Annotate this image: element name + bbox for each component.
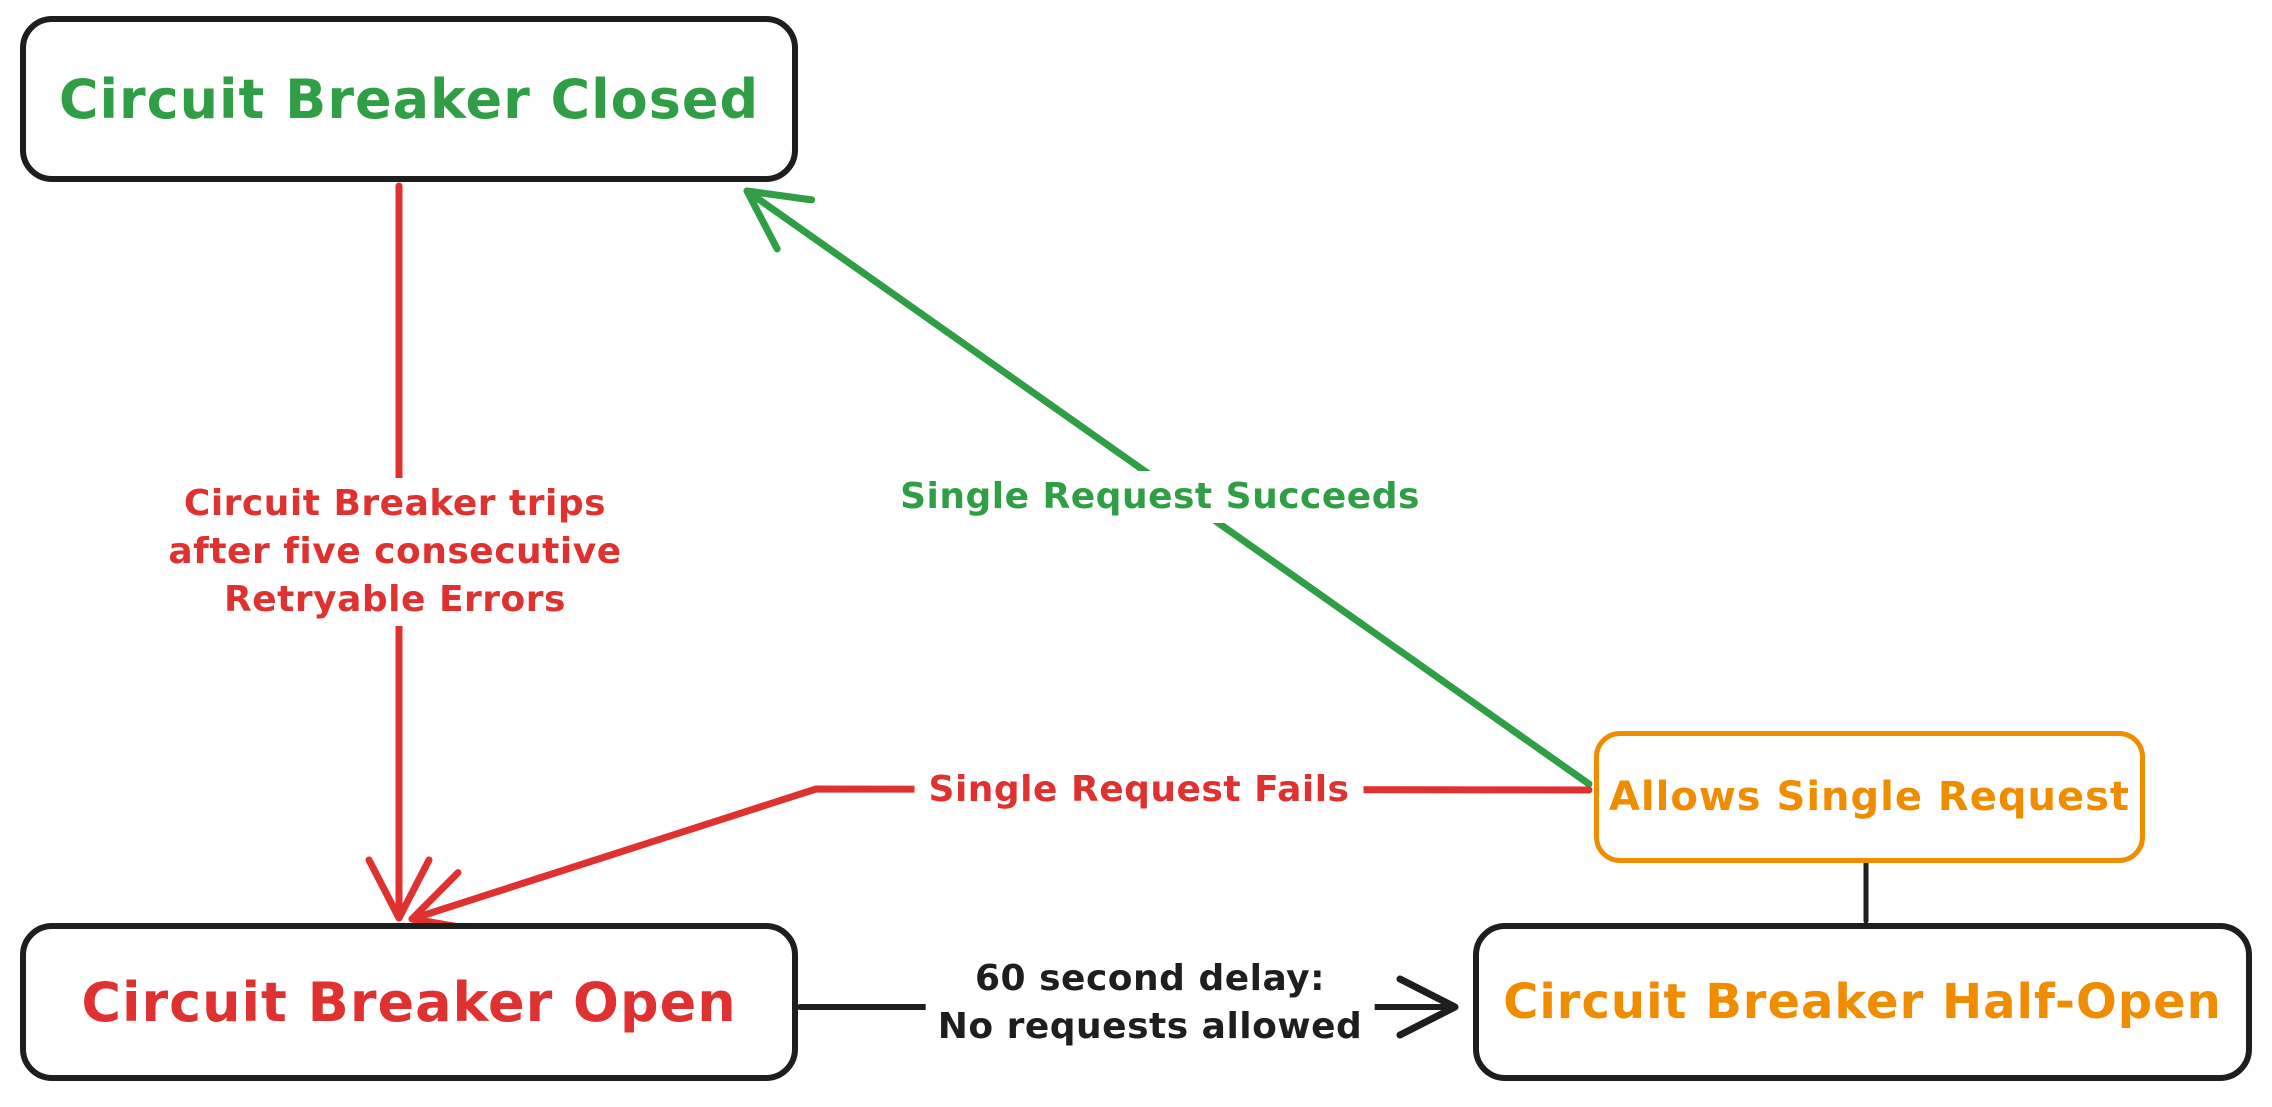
edge-label-succeed: Single Request Succeeds — [888, 471, 1432, 523]
edge-label-delay-line2: No requests allowed — [937, 1006, 1363, 1047]
edge-label-trip: Circuit Breaker trips after five consecu… — [156, 478, 634, 626]
edge-label-fail: Single Request Fails — [914, 766, 1364, 814]
node-circuit-breaker-closed: Circuit Breaker Closed — [20, 16, 798, 182]
node-allows-single-request: Allows Single Request — [1594, 731, 2145, 863]
node-label-open: Circuit Breaker Open — [81, 970, 737, 1034]
edge-label-trip-line1: Circuit Breaker trips — [183, 483, 607, 524]
node-label-half-open: Circuit Breaker Half-Open — [1503, 974, 2222, 1030]
node-label-closed: Circuit Breaker Closed — [58, 67, 760, 131]
edge-label-delay-line1: 60 second delay: — [974, 958, 1326, 999]
node-label-allows-single-request: Allows Single Request — [1608, 774, 2131, 820]
edge-label-delay: 60 second delay: No requests allowed — [925, 953, 1375, 1053]
edge-label-trip-line2: after five consecutive — [168, 531, 622, 572]
node-circuit-breaker-open: Circuit Breaker Open — [20, 923, 798, 1081]
node-circuit-breaker-half-open: Circuit Breaker Half-Open — [1473, 923, 2252, 1081]
edge-label-trip-line3: Retryable Errors — [224, 579, 566, 620]
